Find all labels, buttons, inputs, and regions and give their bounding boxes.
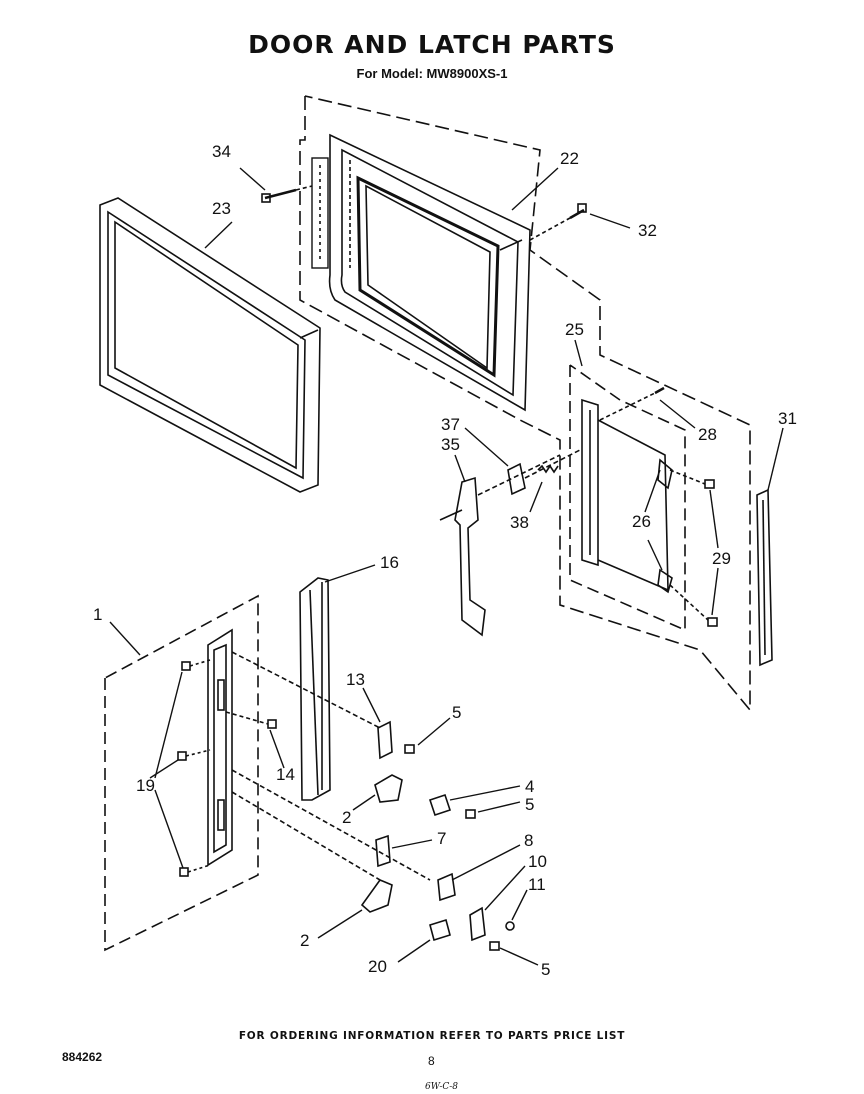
callout-29: 29 — [712, 549, 731, 568]
switch-4 — [428, 793, 452, 817]
switch-10 — [469, 906, 486, 942]
callout-26: 26 — [632, 512, 651, 531]
screw-11 — [505, 921, 515, 931]
handwritten-note: 6W-C-8 — [425, 1082, 459, 1092]
switch-8 — [437, 872, 456, 902]
callout-5-b: 5 — [525, 795, 534, 814]
latch-bracket-25 — [581, 398, 673, 594]
callout-23: 23 — [212, 199, 231, 218]
switch-20 — [429, 918, 451, 942]
screw-28 — [654, 386, 665, 395]
screw-14 — [225, 711, 277, 729]
callout-labels: 34 23 22 32 25 28 31 37 35 38 26 29 16 1… — [93, 142, 797, 979]
model-subtitle: For Model: MW8900XS-1 — [356, 66, 508, 81]
callout-5-a: 5 — [452, 703, 461, 722]
switch-13 — [377, 720, 393, 760]
callout-2-a: 2 — [342, 808, 351, 827]
callout-11: 11 — [528, 875, 546, 894]
callout-5-c: 5 — [541, 960, 550, 979]
ordering-note: FOR ORDERING INFORMATION REFER TO PARTS … — [238, 1030, 626, 1042]
callout-7: 7 — [437, 829, 446, 848]
latch-hook-37 — [507, 462, 526, 496]
callout-31: 31 — [778, 409, 797, 428]
callout-34: 34 — [212, 142, 231, 161]
callout-32: 32 — [638, 221, 657, 240]
switch-actuator-2-lower — [360, 879, 393, 913]
callout-8: 8 — [524, 831, 533, 850]
hinge-plate-1 — [207, 628, 233, 867]
screws-29 — [669, 469, 718, 627]
latch-lever-35 — [439, 454, 561, 637]
callout-13: 13 — [346, 670, 365, 689]
door-glass-23 — [99, 197, 321, 493]
callout-14: 14 — [276, 765, 295, 784]
page-number: 8 — [428, 1054, 435, 1068]
trim-strip-31 — [756, 488, 773, 667]
screw-32 — [529, 203, 587, 241]
callout-1: 1 — [93, 605, 102, 624]
switch-actuator-2-upper — [374, 774, 403, 803]
callout-20: 20 — [368, 957, 387, 976]
door-panel-22 — [311, 133, 531, 412]
callout-25: 25 — [565, 320, 584, 339]
callout-35: 35 — [441, 435, 460, 454]
callout-38: 38 — [510, 513, 529, 532]
latch-group-dashed-outline-25 — [569, 364, 686, 632]
screw-5-upper — [404, 744, 415, 754]
screws-19 — [177, 659, 211, 877]
callout-16: 16 — [380, 553, 399, 572]
callout-22: 22 — [560, 149, 579, 168]
callout-19: 19 — [136, 776, 155, 795]
callout-4: 4 — [525, 777, 534, 796]
screw-5-middle — [465, 809, 476, 819]
callout-37: 37 — [441, 415, 460, 434]
door-group-dashed-outline — [299, 95, 751, 713]
callout-10: 10 — [528, 852, 547, 871]
screw-5-lower — [489, 941, 500, 951]
bracket-7 — [375, 834, 391, 868]
channel-16 — [299, 577, 331, 801]
document-number: 884262 — [62, 1050, 103, 1064]
screw-34 — [261, 185, 313, 203]
callout-28: 28 — [698, 425, 717, 444]
callout-2-b: 2 — [300, 931, 309, 950]
page-title: DOOR AND LATCH PARTS — [248, 30, 616, 59]
spring-38 — [537, 464, 559, 474]
hinge-group-dashed-outline-1 — [104, 594, 259, 952]
